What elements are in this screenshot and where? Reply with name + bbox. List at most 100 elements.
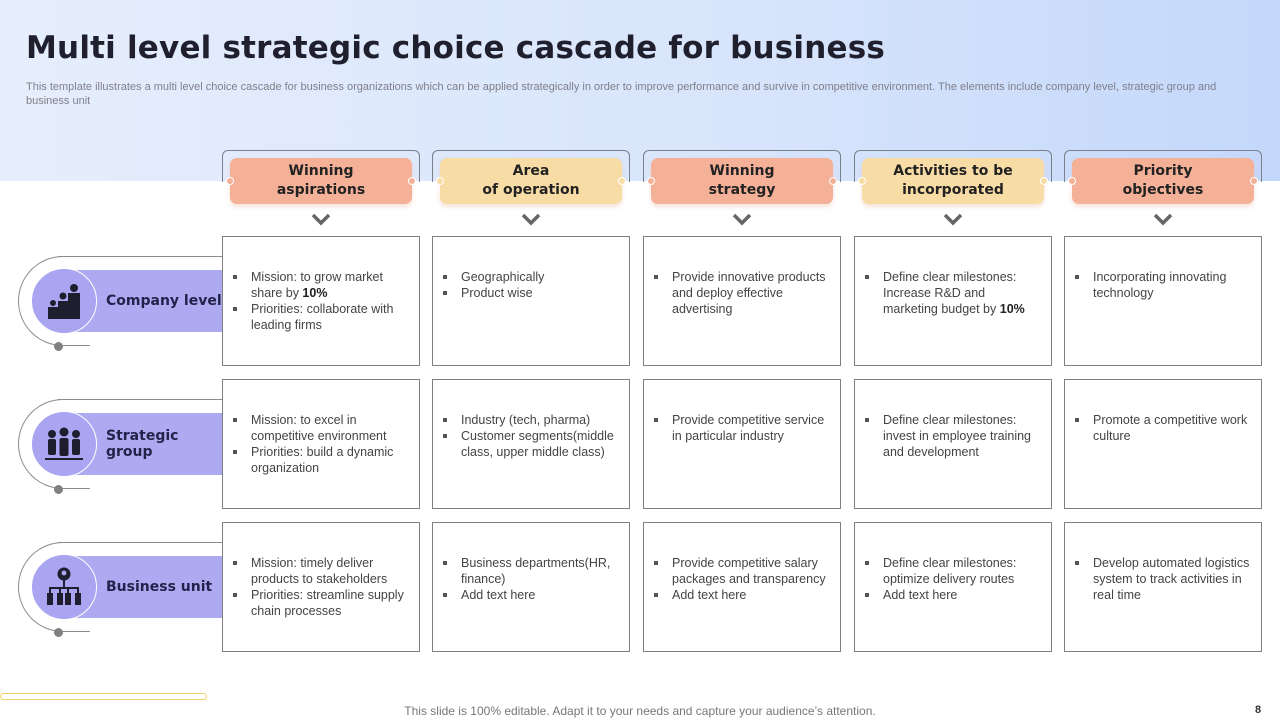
table-cell: Mission: to excel in competitive environ…: [222, 379, 420, 509]
header-bracket: [432, 150, 630, 182]
connector-dot: [436, 177, 444, 185]
bullet-item: Add text here: [443, 587, 619, 603]
bullet-item: Business departments(HR, finance): [443, 555, 619, 587]
table-cell: Industry (tech, pharma) Customer segments…: [432, 379, 630, 509]
bullet-text: Define clear milestones: Increase R&D an…: [883, 270, 1017, 316]
bullet-item: Define clear milestones: invest in emplo…: [865, 412, 1041, 460]
bullet-item: Provide competitive salary packages and …: [654, 555, 830, 587]
bullet-text: Mission: to excel in competitive environ…: [251, 413, 387, 443]
decorative-line: [58, 399, 222, 400]
bullet-item: Product wise: [443, 285, 619, 301]
bullet-text: Incorporating innovating technology: [1093, 270, 1227, 300]
column-label: Winning aspirations: [230, 158, 412, 204]
bullet-text: Industry (tech, pharma): [461, 413, 591, 427]
level-label: Strategic group: [0, 379, 222, 509]
bullet-text: Promote a competitive work culture: [1093, 413, 1248, 443]
bullet-item: Develop automated logistics system to tr…: [1075, 555, 1251, 603]
connector-dot: [408, 177, 416, 185]
header-bracket: [854, 150, 1052, 182]
bullet-text: Priorities: streamline supply chain proc…: [251, 588, 404, 618]
table-cell: Define clear milestones: Increase R&D an…: [854, 236, 1052, 366]
connector-dot: [1040, 177, 1048, 185]
decorative-dot: [54, 485, 63, 494]
footer-note: This slide is 100% editable. Adapt it to…: [404, 704, 876, 718]
table-cell: Define clear milestones: optimize delive…: [854, 522, 1052, 652]
bullet-item: Define clear milestones: optimize delive…: [865, 555, 1041, 587]
bullet-item: Provide competitive service in particula…: [654, 412, 830, 444]
chevron-down-icon: [311, 213, 331, 226]
bullet-text: Provide innovative products and deploy e…: [672, 270, 826, 316]
chevron-down-icon: [732, 213, 752, 226]
decorative-dot: [54, 342, 63, 351]
connector-dot: [1250, 177, 1258, 185]
connector-dot: [1068, 177, 1076, 185]
org-hierarchy-icon: [31, 554, 97, 620]
connector-dot: [226, 177, 234, 185]
bullet-item: Geographically: [443, 269, 619, 285]
bullet-item: Priorities: collaborate with leading fir…: [233, 301, 409, 333]
bullet-text: Customer segments(middle class, upper mi…: [461, 429, 614, 459]
table-cell: Mission: timely deliver products to stak…: [222, 522, 420, 652]
decorative-dot: [54, 628, 63, 637]
chevron-down-icon: [521, 213, 541, 226]
bullet-item: Mission: to excel in competitive environ…: [233, 412, 409, 444]
table-cell: Provide competitive salary packages and …: [643, 522, 841, 652]
bullet-item: Incorporating innovating technology: [1075, 269, 1251, 301]
level-name: Business unit: [106, 579, 213, 595]
level-label: Company level: [0, 236, 222, 366]
page-subtitle: This template illustrates a multi level …: [26, 81, 1217, 107]
decorative-line: [58, 542, 222, 543]
connector-dot: [858, 177, 866, 185]
page-title: Multi level strategic choice cascade for…: [26, 30, 886, 66]
bullet-item: Priorities: streamline supply chain proc…: [233, 587, 409, 619]
header-bracket: [222, 150, 420, 182]
bullet-item: Customer segments(middle class, upper mi…: [443, 428, 619, 460]
bullet-item: Mission: to grow market share by 10%: [233, 269, 409, 301]
bullet-text: Provide competitive salary packages and …: [672, 556, 826, 586]
bullet-text: Priorities: build a dynamic organization: [251, 445, 394, 475]
chevron-down-icon: [943, 213, 963, 226]
table-cell: Develop automated logistics system to tr…: [1064, 522, 1262, 652]
level-name: Company level: [106, 293, 222, 309]
bullet-text: Business departments(HR, finance): [461, 556, 611, 586]
connector-dot: [829, 177, 837, 185]
bullet-text: Develop automated logistics system to tr…: [1093, 556, 1250, 602]
bullet-text: 10%: [999, 302, 1025, 316]
bullet-text: Mission: timely deliver products to stak…: [251, 556, 388, 586]
bullet-item: Add text here: [865, 587, 1041, 603]
level-name: Strategic group: [106, 428, 179, 460]
bullet-item: Provide innovative products and deploy e…: [654, 269, 830, 317]
bullet-item: Add text here: [654, 587, 830, 603]
header-bracket: [643, 150, 841, 182]
connector-dot: [647, 177, 655, 185]
table-cell: Incorporating innovating technology: [1064, 236, 1262, 366]
decorative-line: [58, 256, 222, 257]
chevron-down-icon: [1153, 213, 1173, 226]
table-cell: Mission: to grow market share by 10%Prio…: [222, 236, 420, 366]
column-label: Priority objectives: [1072, 158, 1254, 204]
bullet-text: Define clear milestones: invest in emplo…: [883, 413, 1031, 459]
table-cell: Define clear milestones: invest in emplo…: [854, 379, 1052, 509]
bullet-item: Industry (tech, pharma): [443, 412, 619, 428]
bullet-text: Geographically: [461, 270, 545, 284]
bullet-text: Product wise: [461, 286, 533, 300]
bullet-text: Mission: to grow market share by: [251, 270, 383, 300]
header-bracket: [1064, 150, 1262, 182]
bullet-item: Mission: timely deliver products to stak…: [233, 555, 409, 587]
page-number: 8: [1255, 704, 1262, 716]
group-people-icon: [31, 411, 97, 477]
bullet-text: Define clear milestones: optimize delive…: [883, 556, 1017, 586]
bullet-text: Provide competitive service in particula…: [672, 413, 825, 443]
table-cell: Business departments(HR, finance)Add tex…: [432, 522, 630, 652]
table-cell: Provide competitive service in particula…: [643, 379, 841, 509]
column-label: Winning strategy: [651, 158, 833, 204]
column-label: Activities to be incorporated: [862, 158, 1044, 204]
bullet-item: Priorities: build a dynamic organization: [233, 444, 409, 476]
podium-ranking-icon: [31, 268, 97, 334]
bullet-text: Priorities: collaborate with leading fir…: [251, 302, 394, 332]
decorative-yellow-bar: [0, 693, 207, 700]
bullet-item: Promote a competitive work culture: [1075, 412, 1251, 444]
connector-dot: [618, 177, 626, 185]
bullet-text: 10%: [302, 286, 328, 300]
